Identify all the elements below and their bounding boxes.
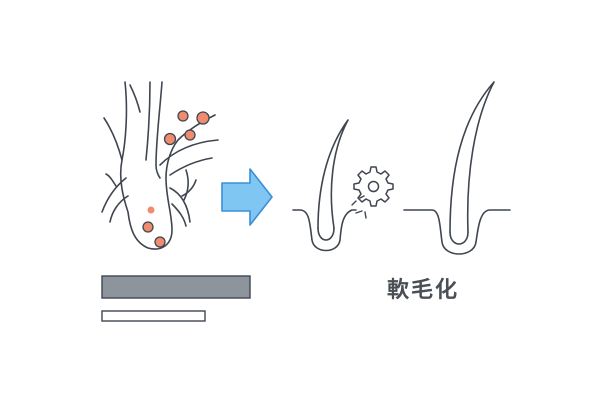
- root-branch-right: [159, 139, 219, 166]
- particle: [177, 110, 189, 122]
- particle: [147, 206, 155, 214]
- hair-strand-right: [449, 81, 495, 233]
- gear-icon: [353, 166, 394, 207]
- follicle-inner-right: [449, 231, 469, 245]
- root-branch-mid-right: [169, 157, 213, 176]
- root-illustration: [101, 81, 219, 250]
- right-arrow-icon: [221, 168, 273, 226]
- root-branch-upper-right: [155, 81, 163, 179]
- thin-hair-illustration: [292, 119, 357, 252]
- particle: [184, 129, 196, 141]
- skin-line-right: [403, 209, 511, 255]
- root-particles: [142, 110, 210, 248]
- root-branch-small: [129, 84, 141, 113]
- spark-lines: [351, 195, 367, 219]
- light-bar: [101, 310, 206, 322]
- rootlet-left-3: [105, 173, 117, 187]
- hair-illustration-right: [403, 81, 511, 255]
- particle: [163, 132, 177, 146]
- rootlet-right-4: [183, 169, 189, 201]
- root-trunk-outline: [119, 81, 216, 250]
- rootlet-right-2: [171, 203, 187, 227]
- root-trunk-inner: [145, 81, 151, 161]
- caption-label: 軟毛化: [386, 278, 459, 303]
- skin-line-left: [292, 209, 357, 252]
- rootlet-left-1: [101, 177, 127, 213]
- particle: [154, 236, 166, 248]
- dark-bar: [101, 275, 251, 299]
- thin-hair-strand: [317, 119, 349, 229]
- follicle-inner: [317, 227, 335, 241]
- particle: [196, 111, 210, 125]
- rootlet-right-1: [169, 187, 191, 223]
- rootlet-right-3: [181, 179, 197, 197]
- particle: [142, 221, 154, 233]
- root-branch-upper-left: [103, 117, 123, 161]
- rootlet-left-2: [109, 195, 129, 223]
